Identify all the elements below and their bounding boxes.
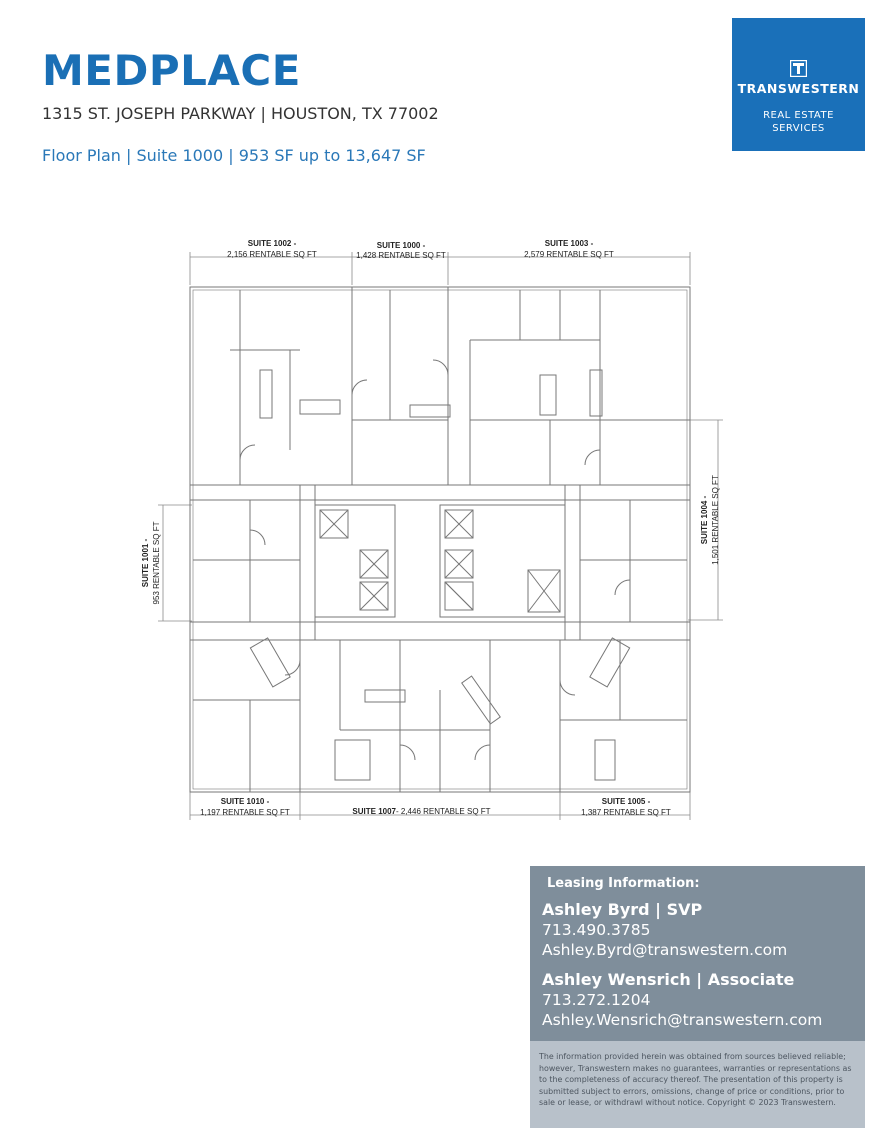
disclaimer-line: however, Transwestern makes no guarantee…: [539, 1063, 852, 1073]
suite-1003-area: 2,579 RENTABLE SQ FT: [524, 250, 614, 259]
contact-card: Ashley Byrd | SVP 713.490.3785 Ashley.By…: [542, 900, 787, 960]
suite-1001-area: 953 RENTABLE SQ FT: [152, 521, 161, 604]
logo-tagline-line-2: SERVICES: [772, 123, 825, 134]
suite-1003-name: SUITE 1003 -: [545, 239, 594, 248]
logo-wordmark: TRANSWESTERN: [737, 81, 860, 96]
contact-email[interactable]: Ashley.Byrd@transwestern.com: [542, 941, 788, 959]
suite-1005-area: 1,387 RENTABLE SQ FT: [581, 808, 671, 817]
leasing-info-panel: Leasing Information: Ashley Byrd | SVP 7…: [530, 866, 865, 1041]
suite-1002-area: 2,156 RENTABLE SQ FT: [227, 250, 317, 259]
suite-1001-name: SUITE 1001 -: [141, 538, 150, 587]
leasing-heading: Leasing Information:: [547, 876, 700, 891]
suite-1007-area: - 2,446 RENTABLE SQ FT: [396, 807, 491, 816]
contact-name: Ashley Wensrich | Associate: [542, 970, 795, 989]
suite-1005-name: SUITE 1005 -: [602, 797, 651, 806]
contact-name: Ashley Byrd | SVP: [542, 900, 703, 919]
transwestern-logo: TRANSWESTERN REAL ESTATE SERVICES: [732, 18, 865, 151]
logo-tagline: REAL ESTATE SERVICES: [732, 109, 865, 135]
property-address: 1315 ST. JOSEPH PARKWAY | HOUSTON, TX 77…: [42, 104, 439, 123]
disclaimer-line: The information provided herein was obta…: [539, 1052, 846, 1061]
logo-tagline-line-1: REAL ESTATE: [763, 110, 834, 121]
disclaimer-line: submitted subject to errors, omissions, …: [539, 1086, 845, 1096]
transwestern-t-icon: [790, 60, 807, 77]
suite-1010-area: 1,197 RENTABLE SQ FT: [200, 808, 290, 817]
page-title: MEDPLACE: [42, 46, 301, 95]
suite-1000-area: 1,428 RENTABLE SQ FT: [356, 251, 446, 260]
disclaimer-line: sale or lease, or withdrawl without noti…: [539, 1098, 836, 1108]
suite-1002-name: SUITE 1002 -: [248, 239, 297, 248]
suite-1004-area: 1,501 RENTABLE SQ FT: [711, 475, 720, 565]
floor-plan-drawing: SUITE 1002 - 2,156 RENTABLE SQ FT SUITE …: [141, 239, 723, 820]
suite-1007-name: SUITE 1007: [352, 807, 396, 816]
suite-dimension-labels: SUITE 1002 - 2,156 RENTABLE SQ FT SUITE …: [141, 239, 720, 817]
contact-card: Ashley Wensrich | Associate 713.272.1204…: [542, 970, 822, 1030]
disclaimer-line: to the completeness of accuracy thereof.…: [539, 1075, 843, 1085]
legal-disclaimer: The information provided herein was obta…: [530, 1041, 865, 1128]
suite-1004-name: SUITE 1004 -: [700, 495, 709, 544]
floor-plan-subtitle: Floor Plan | Suite 1000 | 953 SF up to 1…: [42, 146, 426, 165]
contact-email[interactable]: Ashley.Wensrich@transwestern.com: [542, 1011, 823, 1029]
suite-1010-name: SUITE 1010 -: [221, 797, 270, 806]
suite-1000-name: SUITE 1000 -: [377, 241, 426, 250]
contact-phone[interactable]: 713.272.1204: [542, 991, 651, 1009]
contact-phone[interactable]: 713.490.3785: [542, 921, 651, 939]
